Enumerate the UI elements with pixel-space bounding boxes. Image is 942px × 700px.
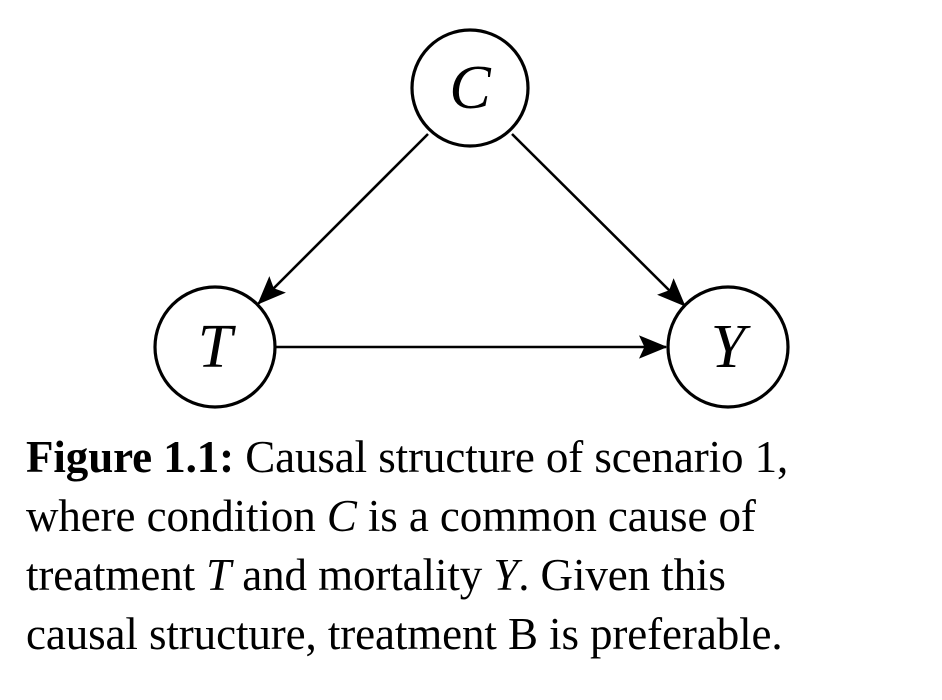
node-t[interactable]: T xyxy=(153,285,277,409)
caption-symbol-y: Y xyxy=(493,550,519,600)
figure-caption: Figure 1.1: Causal structure of scenario… xyxy=(0,428,942,664)
caption-line-4: causal structure, treatment B is prefera… xyxy=(26,609,783,659)
caption-line-3: treatment T and mortality Y. Given this xyxy=(26,546,916,605)
node-c-label: C xyxy=(449,54,491,122)
node-y-circle xyxy=(666,285,790,409)
node-t-label: T xyxy=(198,313,237,381)
node-c[interactable]: C xyxy=(410,28,530,148)
node-y[interactable]: Y xyxy=(666,285,790,409)
caption-symbol-t: T xyxy=(206,550,232,600)
caption-line-3-text-c: . Given this xyxy=(518,550,726,600)
edge-c-to-y xyxy=(511,133,686,307)
caption-line-3-text-b: and mortality xyxy=(231,550,494,600)
causal-dag-diagram: C T Y xyxy=(153,28,790,409)
caption-figure-label: Figure 1.1: xyxy=(26,432,235,482)
caption-symbol-c: C xyxy=(326,491,357,541)
caption-line-2-text-b: is a common cause of xyxy=(356,491,756,541)
caption-line-2: where condition C is a common cause of xyxy=(26,487,916,546)
caption-line-1: Figure 1.1: Causal structure of scenario… xyxy=(26,428,916,487)
edge-c-to-t xyxy=(257,133,429,305)
node-t-circle xyxy=(153,285,277,409)
node-y-label: Y xyxy=(711,313,751,381)
caption-line-1-text: Causal structure of scenario 1, xyxy=(234,432,789,482)
caption-line-3-text-a: treatment xyxy=(26,550,207,600)
caption-line-2-text-a: where condition xyxy=(26,491,327,541)
node-c-circle xyxy=(410,28,530,148)
